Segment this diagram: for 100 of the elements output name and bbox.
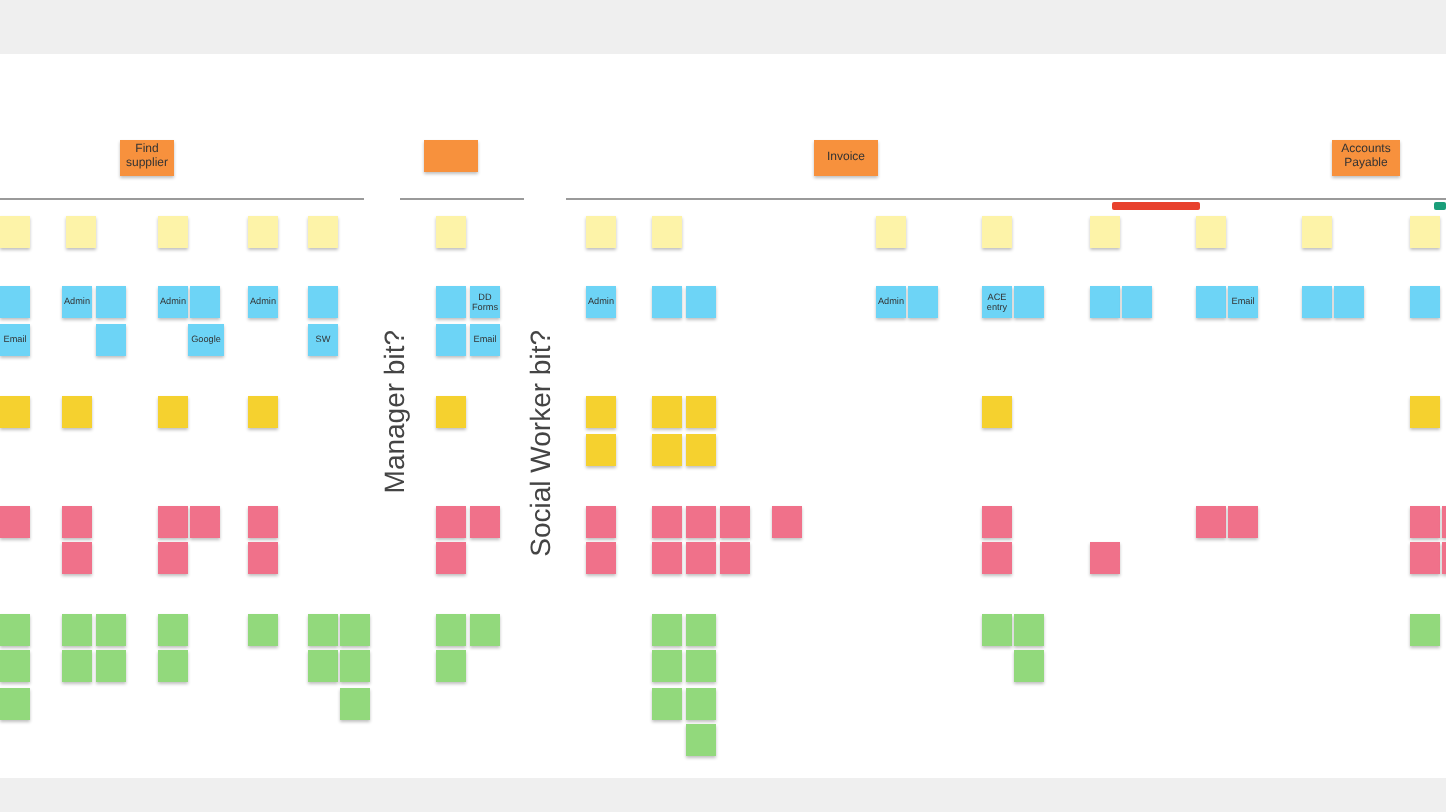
sticky-note (982, 542, 1012, 574)
sticky-note (158, 542, 188, 574)
sticky-note (470, 324, 500, 356)
sticky-note (982, 216, 1012, 248)
sticky-note (652, 650, 682, 682)
sticky-note (340, 650, 370, 682)
sticky-note (470, 506, 500, 538)
sticky-note (158, 396, 188, 428)
sticky-note (62, 286, 92, 318)
sticky-note (436, 286, 466, 318)
sticky-note (66, 216, 96, 248)
sticky-note (1410, 286, 1440, 318)
sticky-note (720, 542, 750, 574)
sticky-note (62, 506, 92, 538)
sticky-note (436, 396, 466, 428)
sticky-note (0, 614, 30, 646)
sticky-note (1334, 286, 1364, 318)
sticky-note (96, 286, 126, 318)
sticky-note (436, 614, 466, 646)
sticky-note (586, 396, 616, 428)
sticky-note (0, 688, 30, 720)
sticky-note (1090, 542, 1120, 574)
sticky-note (686, 650, 716, 682)
sticky-note (814, 140, 878, 176)
sticky-note (0, 324, 30, 356)
sticky-note (158, 506, 188, 538)
sticky-note (96, 650, 126, 682)
sticky-note (1302, 286, 1332, 318)
sticky-note (586, 216, 616, 248)
sticky-note (0, 506, 30, 538)
sticky-note (982, 396, 1012, 428)
sticky-note (308, 324, 338, 356)
sticky-note (586, 434, 616, 466)
sticky-note (248, 506, 278, 538)
sticky-note (62, 396, 92, 428)
sticky-note (188, 324, 224, 356)
sticky-note (424, 140, 478, 172)
sticky-note (0, 396, 30, 428)
sticky-note (586, 506, 616, 538)
sticky-note (96, 614, 126, 646)
sticky-note (1228, 286, 1258, 318)
sticky-note (772, 506, 802, 538)
sticky-note (1332, 140, 1400, 176)
sticky-note (436, 542, 466, 574)
sticky-note (1122, 286, 1152, 318)
sticky-note (190, 286, 220, 318)
sticky-note (308, 650, 338, 682)
sticky-note (652, 506, 682, 538)
sticky-note (586, 542, 616, 574)
sticky-note (720, 506, 750, 538)
sticky-note (0, 650, 30, 682)
sticky-note (470, 614, 500, 646)
sticky-note (686, 506, 716, 538)
sticky-note (908, 286, 938, 318)
sticky-note (340, 688, 370, 720)
sticky-note (1196, 216, 1226, 248)
sticky-note (982, 506, 1012, 538)
sticky-note (62, 542, 92, 574)
sticky-note (1090, 216, 1120, 248)
sticky-note (686, 688, 716, 720)
sticky-note (1014, 614, 1044, 646)
swimlane-label: Social Worker bit? (524, 330, 556, 557)
sticky-note (652, 614, 682, 646)
sticky-note (652, 216, 682, 248)
sticky-note (876, 286, 906, 318)
sticky-note (1196, 286, 1226, 318)
sticky-note (248, 542, 278, 574)
sticky-note (62, 614, 92, 646)
sticky-note (248, 216, 278, 248)
sticky-note (652, 542, 682, 574)
sticky-note (1410, 614, 1440, 646)
sticky-note (982, 614, 1012, 646)
sticky-note (436, 650, 466, 682)
sticky-note (436, 216, 466, 248)
sticky-note (1196, 506, 1226, 538)
sticky-note (1410, 216, 1440, 248)
sticky-note (876, 216, 906, 248)
sticky-note (96, 324, 126, 356)
sticky-note (652, 396, 682, 428)
sticky-note (686, 286, 716, 318)
sticky-note (248, 286, 278, 318)
sticky-note (308, 216, 338, 248)
sticky-note (1302, 216, 1332, 248)
sticky-note (652, 286, 682, 318)
sticky-note (686, 614, 716, 646)
sticky-note (190, 506, 220, 538)
sticky-note (308, 614, 338, 646)
swimlane-label: Manager bit? (378, 330, 410, 494)
sticky-note (1090, 286, 1120, 318)
sticky-note (586, 286, 616, 318)
sticky-note (62, 650, 92, 682)
sticky-note (0, 286, 30, 318)
sticky-note (1228, 506, 1258, 538)
sticky-note (340, 614, 370, 646)
sticky-note (1014, 286, 1044, 318)
sticky-note (248, 396, 278, 428)
sticky-note (1410, 506, 1440, 538)
sticky-note (248, 614, 278, 646)
sticky-note (158, 216, 188, 248)
sticky-note (308, 286, 338, 318)
